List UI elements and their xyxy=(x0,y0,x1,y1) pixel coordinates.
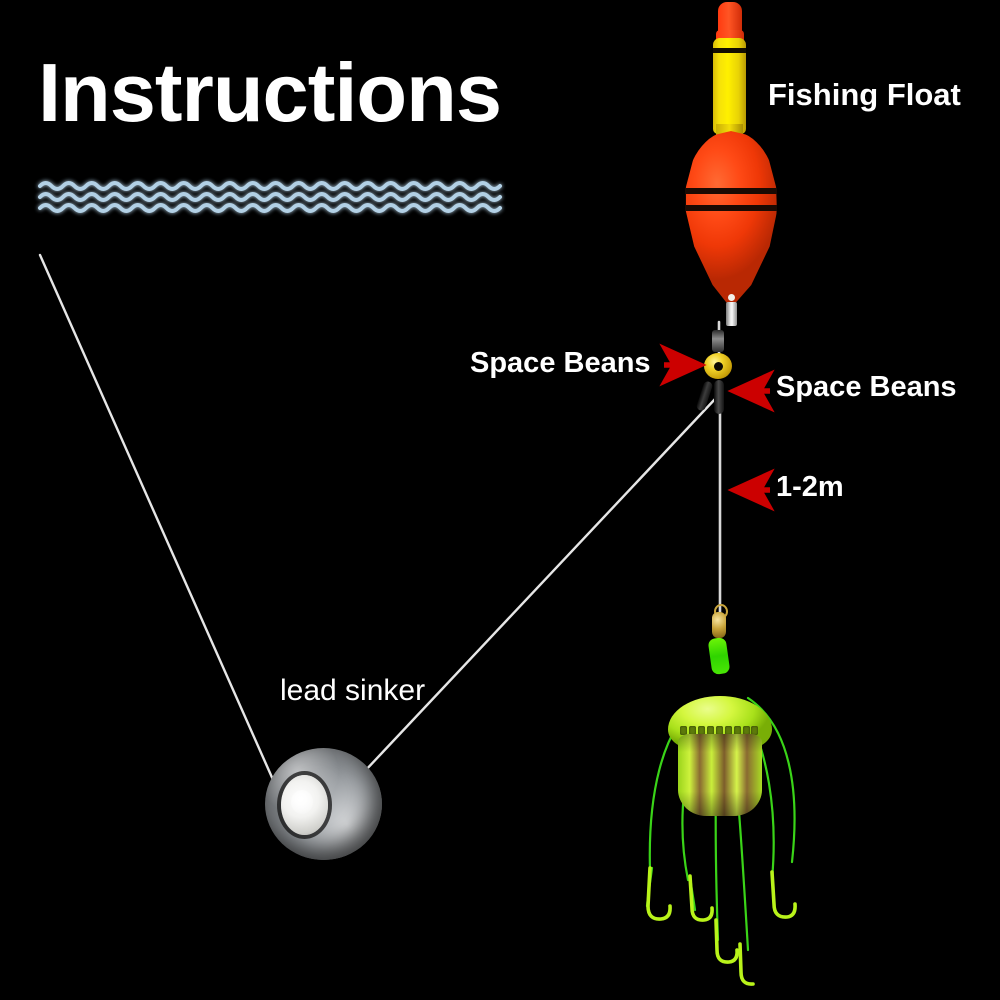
cage-body-with-bait xyxy=(678,734,762,816)
fish-hook-icon-3 xyxy=(770,870,797,919)
label-fishing-float: Fishing Float xyxy=(768,77,961,112)
cage-body-shading xyxy=(678,734,762,816)
wave-row-2 xyxy=(38,192,502,202)
float-bulb-band-upper xyxy=(685,188,777,194)
fish-hook-icon-5 xyxy=(738,942,755,986)
fish-hook-icon-1 xyxy=(646,866,672,921)
wave-row-1 xyxy=(38,181,502,191)
label-space-beans-right: Space Beans xyxy=(776,371,957,403)
line-knot xyxy=(712,330,724,352)
lead-sinker-insert-highlight xyxy=(291,790,313,814)
float-bottom-eyelet xyxy=(728,294,735,301)
label-depth: 1-2m xyxy=(776,471,844,503)
float-yellow-band xyxy=(713,48,746,53)
label-space-beans-left: Space Beans xyxy=(470,347,651,379)
fishing-float-icon xyxy=(685,0,777,326)
wave-row-3 xyxy=(38,203,502,213)
label-lead-sinker: lead sinker xyxy=(280,674,426,707)
wave-group xyxy=(38,181,502,213)
cage-vent-holes xyxy=(680,726,760,738)
line-sinker-to-junction xyxy=(330,396,718,808)
float-snap-clip xyxy=(726,302,737,326)
float-bulb-band-lower xyxy=(685,205,777,211)
fish-hook-icon-4 xyxy=(714,918,739,964)
gold-bead-core xyxy=(714,362,723,371)
swivel-icon xyxy=(712,612,726,638)
page-title: Instructions xyxy=(38,46,502,139)
float-yellow-body xyxy=(713,38,746,134)
line-left-branch xyxy=(38,253,284,802)
bait-cage-icon xyxy=(660,636,780,828)
space-bean-black-right xyxy=(714,380,724,414)
fish-hook-icon-2 xyxy=(688,874,714,922)
